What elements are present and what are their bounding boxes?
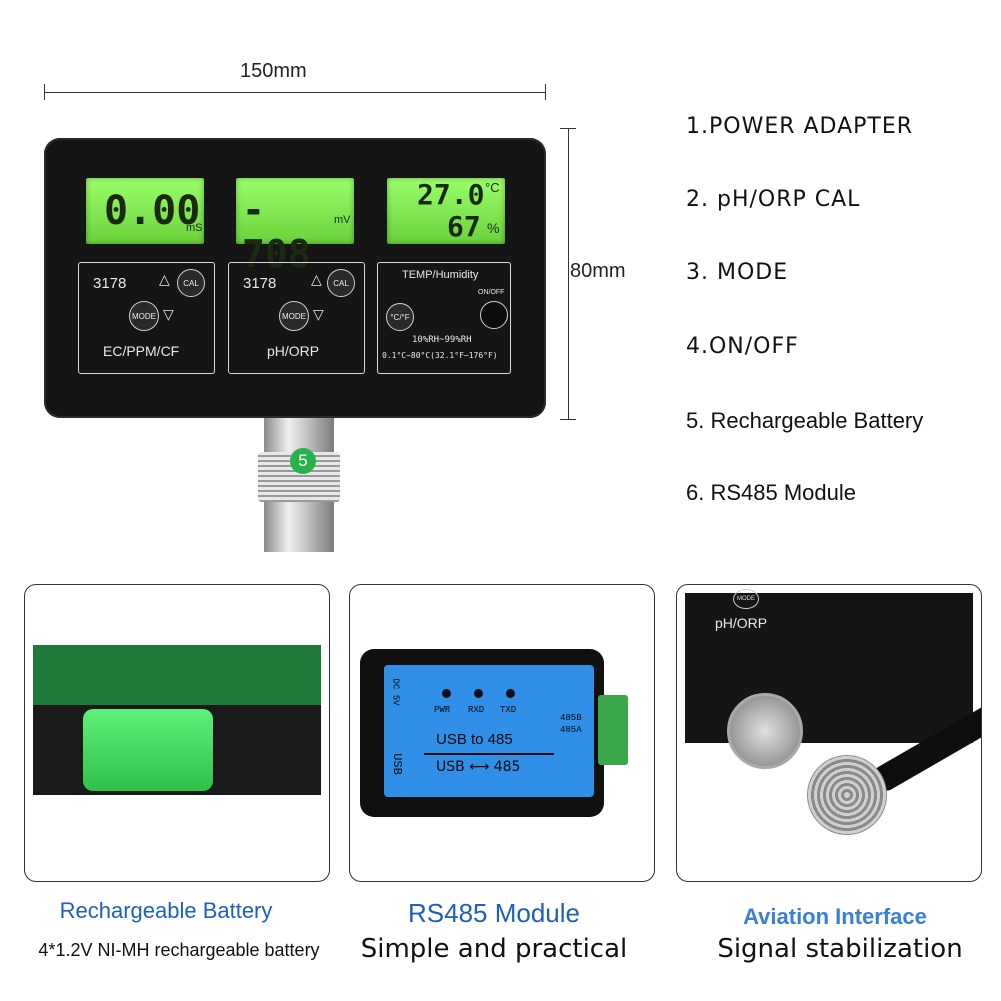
closeup-mode-button: MODE (733, 589, 759, 609)
card-rs485: DC 5V USB PWR RXD TXD 485B 485A USB to 4… (349, 584, 655, 882)
aviation-plug (807, 755, 887, 835)
feature-item-5: 5. Rechargeable Battery (686, 408, 924, 433)
feature-item-3: 3. MODE (686, 260, 789, 285)
width-dimension-tick-right (545, 84, 546, 100)
lcd-ec-value: 0.00 (104, 188, 201, 234)
card-rs485-title: RS485 Module (408, 898, 580, 928)
rs485-usb-label: USB (389, 753, 404, 775)
panel-ec: 3178 △ CAL MODE ▽ EC/PPM/CF (78, 262, 215, 374)
lcd-ph: - 708 mV (236, 178, 354, 276)
rs485-line1: USB to 485 (436, 731, 513, 748)
up-arrow-icon: △ (159, 272, 170, 288)
card-aviation: pH/ORP MODE (676, 584, 982, 882)
feature-item-4: 4.ON/OFF (686, 334, 799, 359)
lcd-ph-unit: mV (334, 214, 351, 226)
width-dimension-tick-left (44, 84, 45, 100)
cal-button[interactable]: CAL (177, 269, 205, 297)
rs485-terminal-block (598, 695, 628, 765)
card-aviation-subtitle: Signal stabilization (717, 934, 963, 964)
pwr-led (442, 689, 451, 698)
height-dimension-label: 80mm (570, 260, 626, 282)
panel-temp-title: TEMP/Humidity (402, 269, 479, 281)
lcd-ec-unit: mS (186, 222, 203, 234)
height-dimension-tick-bottom (560, 419, 576, 420)
panel-ph-code: 3178 (243, 275, 277, 292)
card-rs485-subtitle: Simple and practical (360, 934, 628, 964)
lcd-temp: 27.0 °C 67 % (387, 178, 505, 244)
rs485-label-panel: DC 5V USB PWR RXD TXD 485B 485A USB to 4… (384, 665, 594, 797)
rxd-label: RXD (468, 705, 485, 715)
lcd-humidity-unit: % (487, 220, 500, 236)
panel-ec-code: 3178 (93, 275, 127, 292)
txd-led (506, 689, 515, 698)
down-arrow-icon: ▽ (313, 307, 324, 323)
rs485-module: DC 5V USB PWR RXD TXD 485B 485A USB to 4… (360, 649, 604, 817)
panel-ph: 3178 △ CAL MODE ▽ pH/ORP (228, 262, 365, 374)
height-dimension-tick-top (560, 128, 576, 129)
rs485-dc-label: DC 5V (390, 678, 401, 706)
card-aviation-title: Aviation Interface (743, 904, 927, 929)
panel-temp-range-temp: 0.1°C~80°C(32.1°F~176°F) (382, 351, 498, 360)
lcd-temp-value: 27.0 (417, 178, 485, 211)
up-arrow-icon: △ (311, 272, 322, 288)
power-button[interactable] (480, 301, 508, 329)
panel-ec-label: EC/PPM/CF (103, 343, 180, 359)
rs485-divider (424, 753, 554, 755)
unit-toggle-button[interactable]: °C/°F (386, 303, 414, 331)
down-arrow-icon: ▽ (163, 307, 174, 323)
feature-item-2: 2. pH/ORP CAL (686, 187, 861, 212)
closeup-panel-label: pH/ORP (715, 615, 768, 631)
lcd-humidity-value: 67 (447, 210, 481, 243)
callout-badge-5: 5 (290, 448, 316, 474)
meter-device: 0.00 mS - 708 mV 27.0 °C 67 % 3178 △ CAL… (44, 138, 546, 418)
rs485-line2: USB ⟷ 485 (436, 759, 521, 775)
txd-label: TXD (500, 705, 517, 715)
rxd-led (474, 689, 483, 698)
height-dimension-line (568, 128, 569, 420)
lcd-temp-unit: °C (485, 180, 500, 195)
mode-button[interactable]: MODE (129, 301, 159, 331)
battery-pack (83, 709, 213, 791)
aviation-socket (727, 693, 803, 769)
panel-temp: TEMP/Humidity ON/OFF °C/°F 10%RH~99%RH 0… (377, 262, 511, 374)
pwr-label: PWR (434, 705, 451, 715)
rs485-pin-b: 485B (560, 713, 582, 723)
card-battery (24, 584, 330, 882)
width-dimension-line (44, 92, 546, 93)
rs485-pin-a: 485A (560, 725, 582, 735)
panel-temp-range-rh: 10%RH~99%RH (412, 335, 472, 345)
cal-button[interactable]: CAL (327, 269, 355, 297)
feature-item-1: 1.POWER ADAPTER (686, 114, 914, 139)
panel-temp-onoff: ON/OFF (478, 289, 505, 296)
mode-button[interactable]: MODE (279, 301, 309, 331)
card-battery-subtitle: 4*1.2V NI-MH rechargeable battery (38, 940, 320, 960)
width-dimension-label: 150mm (240, 60, 307, 82)
lcd-ph-value: - 708 (242, 188, 311, 276)
panel-ph-label: pH/ORP (267, 343, 320, 359)
lcd-ec: 0.00 mS (86, 178, 204, 244)
card-battery-title: Rechargeable Battery (59, 898, 273, 923)
feature-item-6: 6. RS485 Module (686, 480, 856, 505)
